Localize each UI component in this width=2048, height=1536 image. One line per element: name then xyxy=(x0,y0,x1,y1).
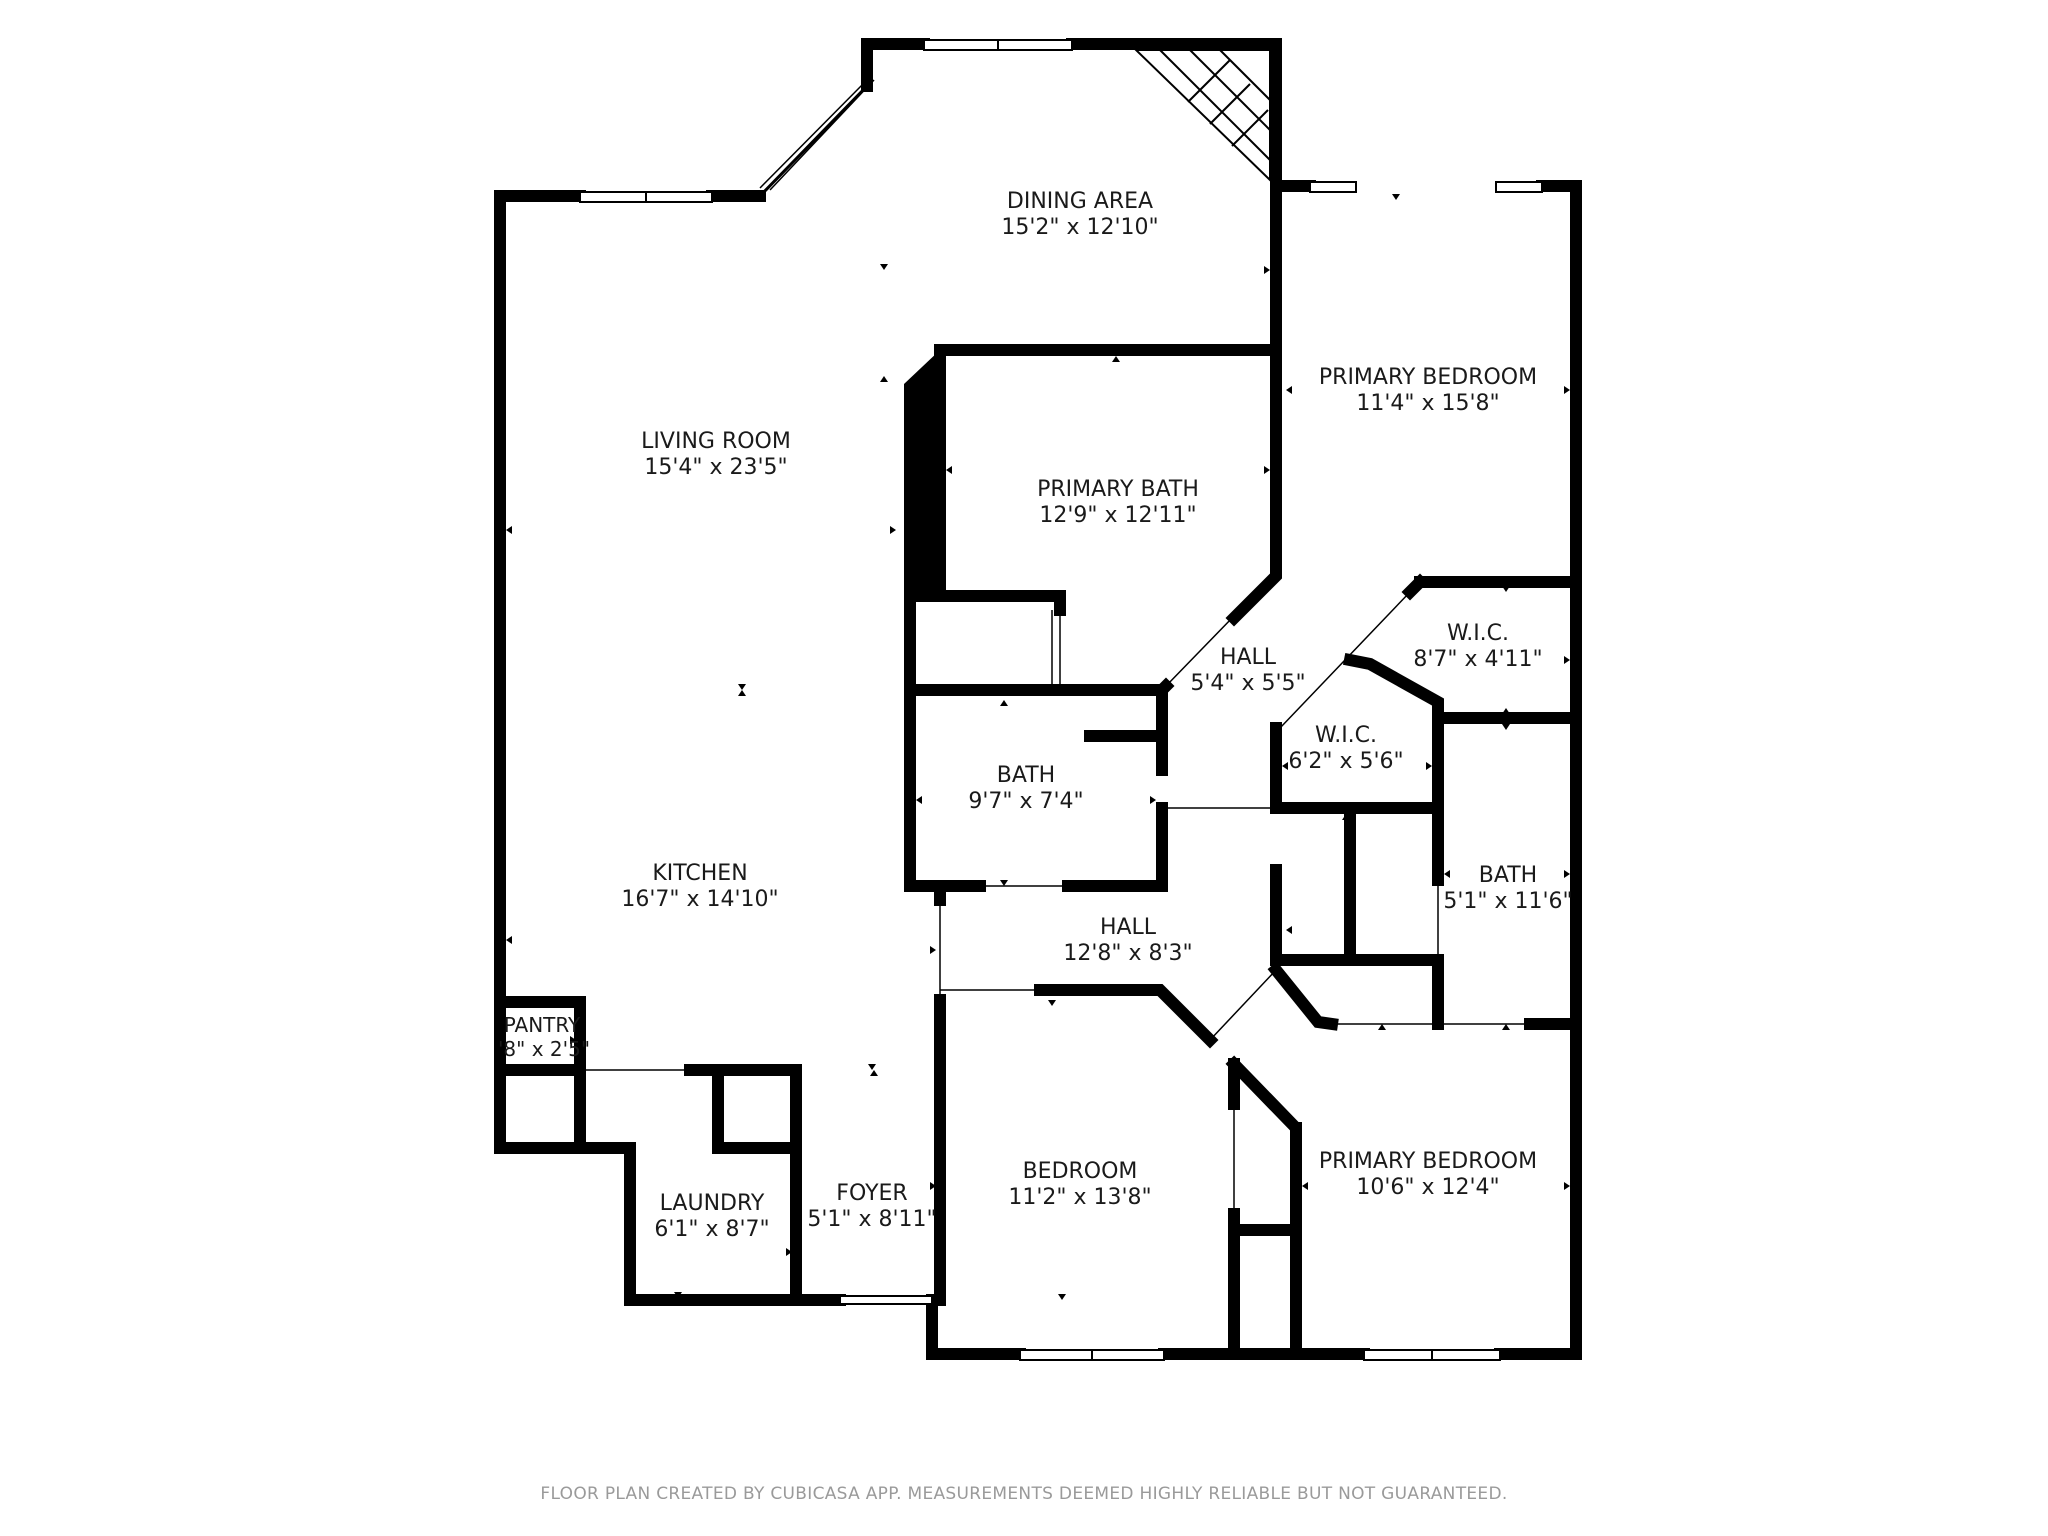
room-dimensions: 5'1" x 8'11" xyxy=(807,1207,936,1232)
room-label-living: LIVING ROOM 15'4" x 23'5" xyxy=(641,429,791,480)
room-name: BEDROOM xyxy=(1023,1159,1138,1184)
room-dimensions: 5'4" x 5'5" xyxy=(1190,671,1305,696)
room-name: DINING AREA xyxy=(1007,189,1153,214)
room-dimensions: 16'7" x 14'10" xyxy=(621,887,778,912)
room-name: LIVING ROOM xyxy=(641,429,791,454)
walls xyxy=(494,38,1582,1360)
wall-bath1 xyxy=(904,684,986,892)
room-dimensions: 10'6" x 12'4" xyxy=(1356,1175,1499,1200)
room-dimensions: 11'4" x 15'8" xyxy=(1356,391,1499,416)
room-label-hall-1: HALL 5'4" x 5'5" xyxy=(1190,645,1305,696)
room-label-foyer: FOYER 5'1" x 8'11" xyxy=(807,1181,936,1232)
wall-dining-left xyxy=(861,38,930,92)
room-label-pantry: PANTRY '8" x 2'5" xyxy=(498,1013,590,1061)
room-label-primary-bedroom-2: PRIMARY BEDROOM 10'6" x 12'4" xyxy=(1319,1149,1537,1200)
room-name: HALL xyxy=(1100,915,1157,940)
room-label-laundry: LAUNDRY 6'1" x 8'7" xyxy=(654,1191,769,1242)
room-dimensions: 15'2" x 12'10" xyxy=(1001,215,1158,240)
wall-wic1-diag xyxy=(1401,573,1429,601)
wall-dining-top-right xyxy=(1066,38,1282,186)
room-dimensions: 5'1" x 11'6" xyxy=(1443,889,1572,914)
wall-hall-diag xyxy=(1267,961,1339,1031)
wall-living-diag xyxy=(758,84,869,198)
fireplace xyxy=(1133,49,1271,183)
room-label-primary-bedroom-1: PRIMARY BEDROOM 11'4" x 15'8" xyxy=(1319,365,1537,416)
room-name: PRIMARY BATH xyxy=(1037,477,1199,502)
room-label-hall-2: HALL 12'8" x 8'3" xyxy=(1063,915,1192,966)
wall-bath-block xyxy=(904,590,1175,696)
door-openings xyxy=(580,79,1530,1230)
room-label-bedroom: BEDROOM 11'2" x 13'8" xyxy=(1008,1159,1151,1210)
windows xyxy=(579,39,1543,1361)
room-name: W.I.C. xyxy=(1315,723,1377,748)
door-foyer-entry xyxy=(839,1295,933,1305)
room-dimensions: 6'2" x 5'6" xyxy=(1288,749,1403,774)
wall-primary-bed-right xyxy=(1536,180,1582,1360)
wall-laundry-inner xyxy=(712,1064,802,1154)
footer-disclaimer: FLOOR PLAN CREATED BY CUBICASA APP. MEAS… xyxy=(540,1484,1508,1504)
room-name: FOYER xyxy=(836,1181,907,1206)
room-dimensions: 11'2" x 13'8" xyxy=(1008,1185,1151,1210)
wall-living-top xyxy=(494,190,586,1154)
room-dimensions: 12'9" x 12'11" xyxy=(1039,503,1196,528)
room-label-wic-1: W.I.C. 8'7" x 4'11" xyxy=(1413,621,1542,672)
room-label-wic-2: W.I.C. 6'2" x 5'6" xyxy=(1288,723,1403,774)
wall-thick-mass xyxy=(904,350,946,590)
room-label-kitchen: KITCHEN 16'7" x 14'10" xyxy=(621,861,778,912)
room-dimensions: 6'1" x 8'7" xyxy=(654,1217,769,1242)
room-label-dining: DINING AREA 15'2" x 12'10" xyxy=(1001,189,1158,240)
room-name: PANTRY xyxy=(504,1013,581,1037)
wall-bath1-right xyxy=(1062,802,1168,892)
room-name: BATH xyxy=(997,763,1055,788)
wall-laundry xyxy=(494,1064,802,1306)
wall-bedroom-top xyxy=(1034,984,1219,1049)
wall-bath-lower xyxy=(904,590,1066,616)
room-name: BATH xyxy=(1479,863,1537,888)
room-label-bath-2: BATH 5'1" x 11'6" xyxy=(1443,863,1572,914)
room-dimensions: 15'4" x 23'5" xyxy=(644,455,787,480)
wall-living-diag-2 xyxy=(769,79,875,191)
room-dimensions: 9'7" x 7'4" xyxy=(968,789,1083,814)
wall-pantry xyxy=(494,996,586,1076)
wall-wic2 xyxy=(1342,652,1582,724)
room-dimensions: 8'7" x 4'11" xyxy=(1413,647,1542,672)
dimension-markers xyxy=(506,194,1570,1302)
room-name: PRIMARY BEDROOM xyxy=(1319,1149,1537,1174)
room-label-bath-1: BATH 9'7" x 7'4" xyxy=(968,763,1083,814)
wall-bedroom-diag xyxy=(1225,1055,1302,1176)
room-dimensions: 12'8" x 8'3" xyxy=(1063,941,1192,966)
room-name: W.I.C. xyxy=(1447,621,1509,646)
wall-primary-bath xyxy=(1225,174,1282,627)
room-name: LAUNDRY xyxy=(660,1191,765,1216)
room-name: PRIMARY BEDROOM xyxy=(1319,365,1537,390)
room-dimensions: '8" x 2'5" xyxy=(498,1037,590,1061)
window-primary-bed-left xyxy=(1309,181,1357,193)
room-label-primary-bath: PRIMARY BATH 12'9" x 12'11" xyxy=(1037,477,1199,528)
window-primary-bed-right xyxy=(1495,181,1543,193)
wall-hall-closet xyxy=(1270,864,1444,1030)
room-name: HALL xyxy=(1220,645,1277,670)
room-name: KITCHEN xyxy=(652,861,747,886)
